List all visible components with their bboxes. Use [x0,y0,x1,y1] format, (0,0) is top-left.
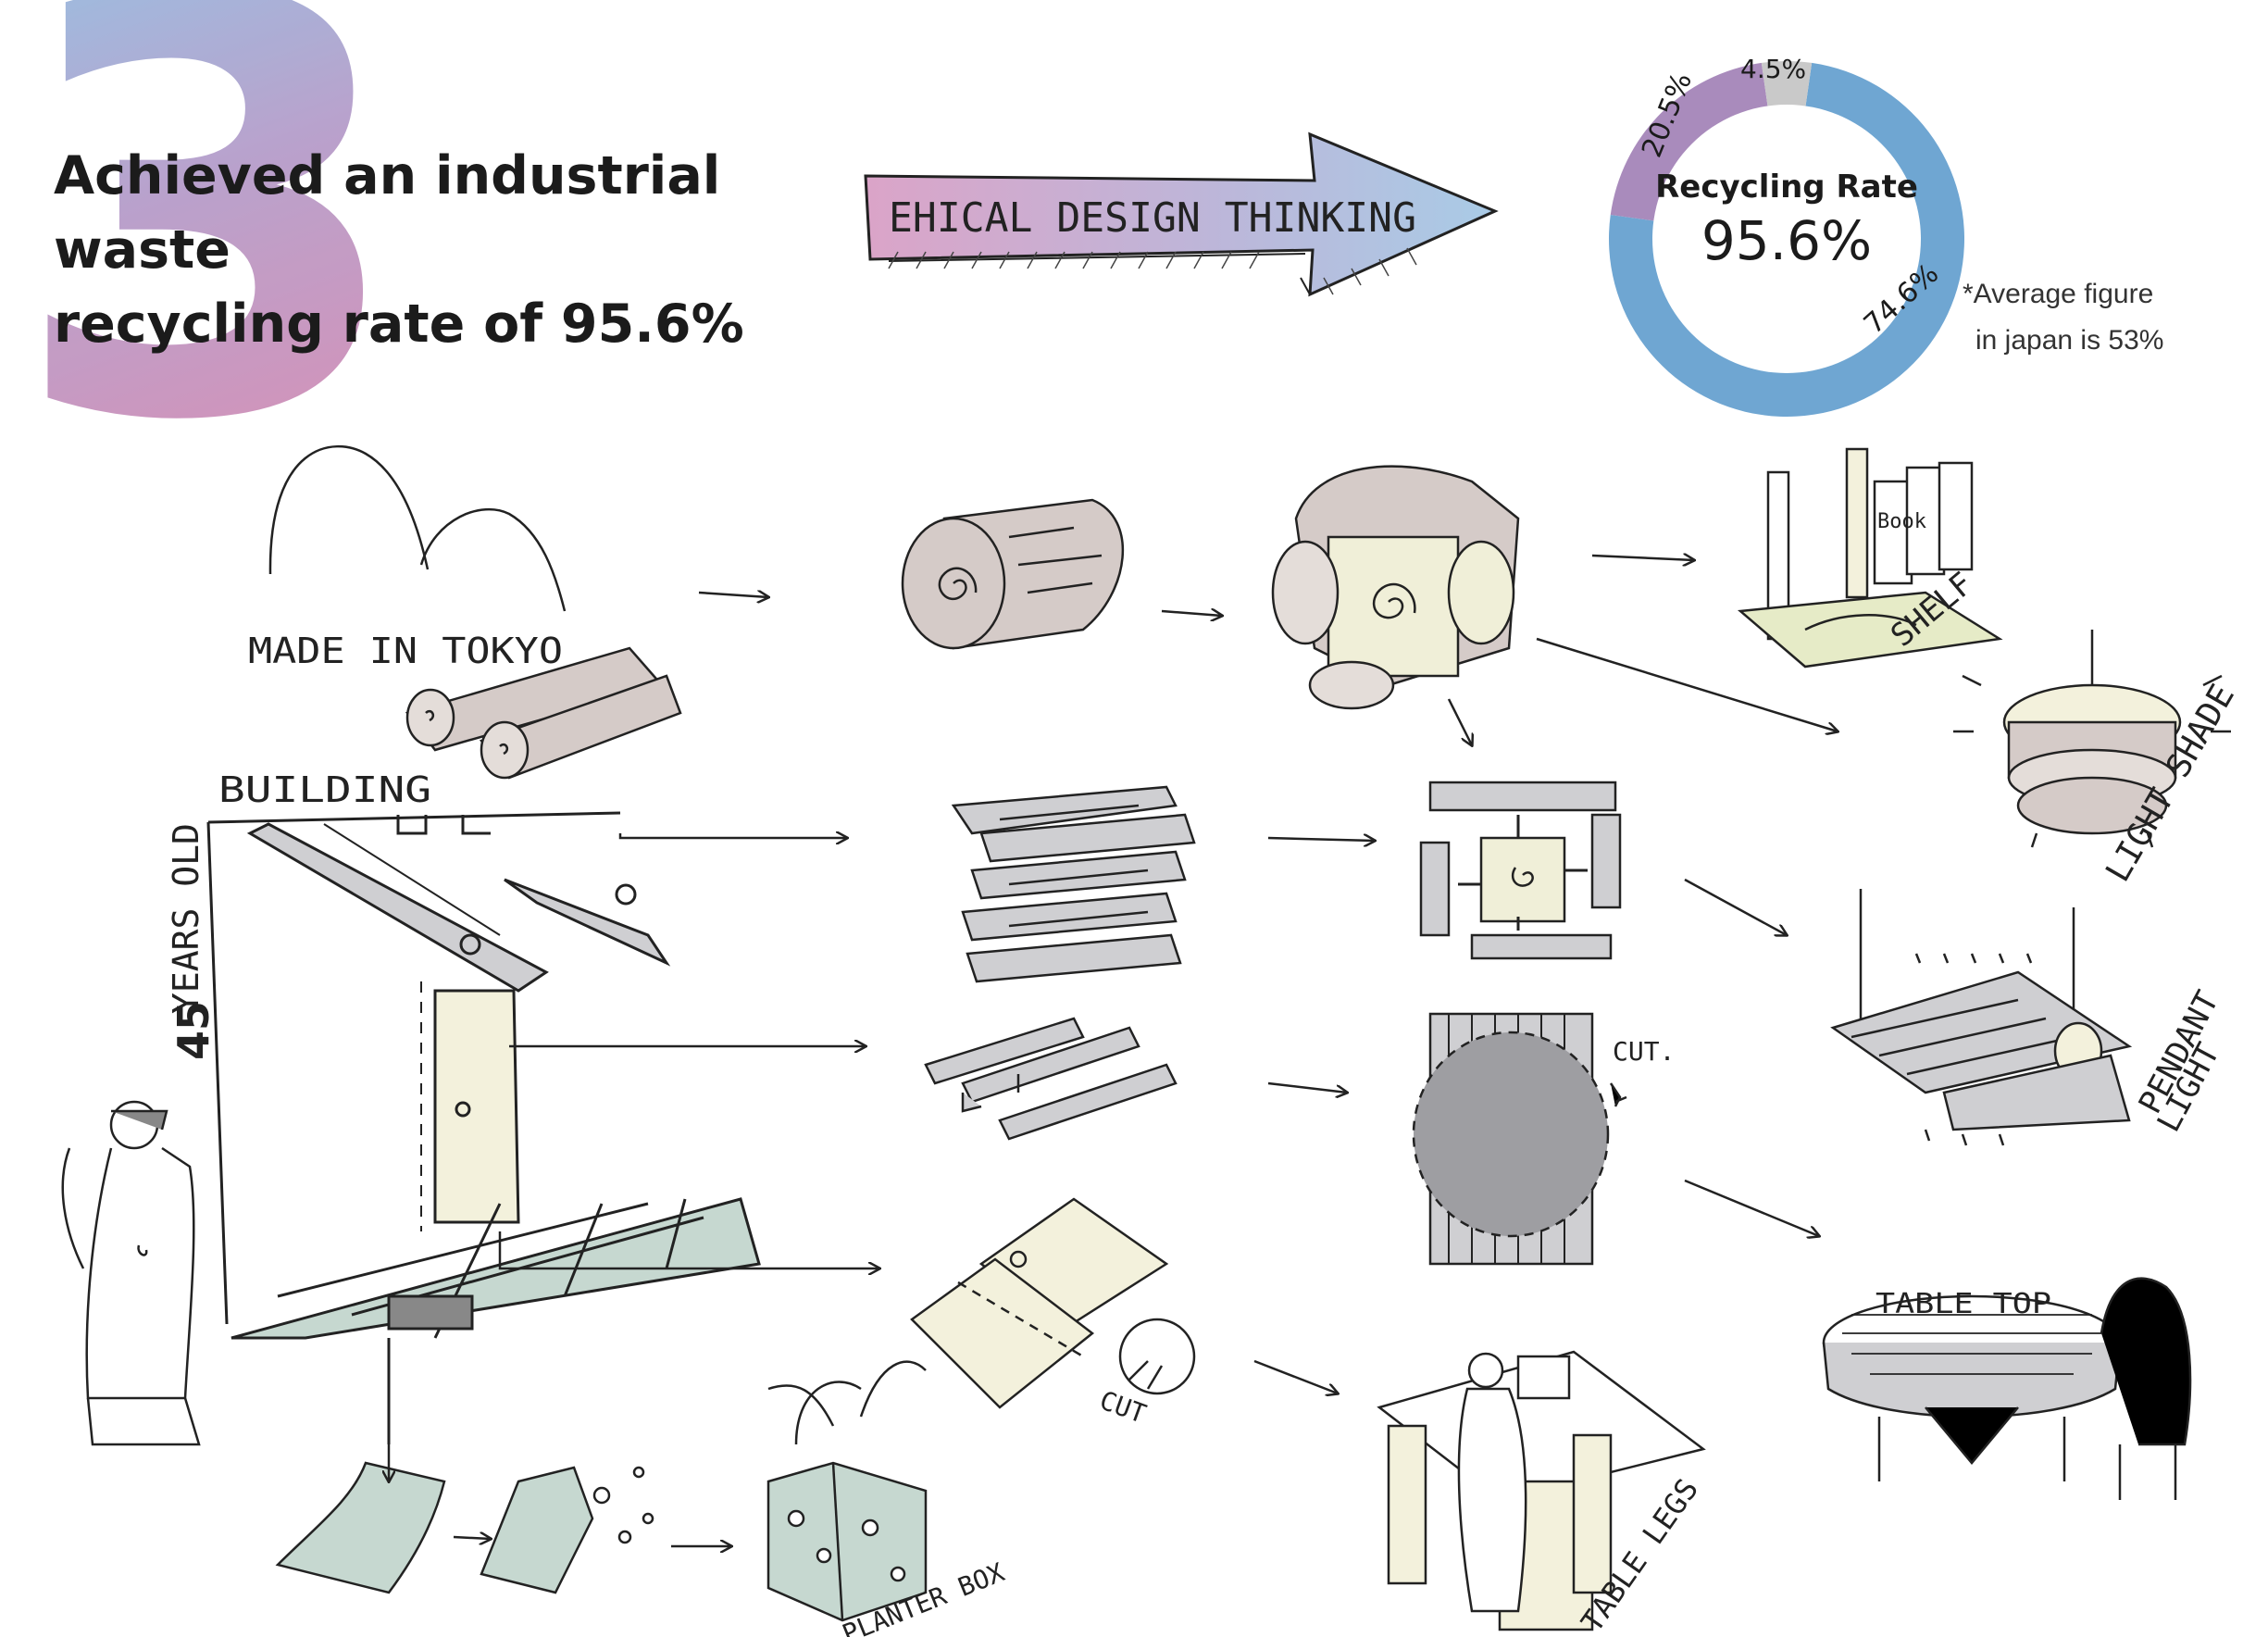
label-book: Book [1877,510,1926,533]
tokyo-mountains-logs-sketch [268,444,682,780]
cube-assembly-sketch [1419,781,1622,960]
door-panel-sketch [910,1197,1196,1409]
light-shade-sketch [1953,630,2231,848]
channel-bars-sketch [924,1017,1178,1141]
worker-sketch [61,1100,201,1446]
label-building: BUILDING [218,769,431,810]
shelf-sketch: Book [1737,447,2003,669]
slice-label-4: 4.5% [1740,54,1806,84]
label-years-text: YEARS OLD [166,823,206,1014]
ceiling-panels-sketch [951,785,1196,983]
ethical-design-arrow: EHICAL DESIGN THINKING [864,131,1499,297]
building-sketch [206,811,761,1444]
cut-circle-panel-sketch [1412,1012,1627,1266]
headline: Achieved an industrial waste recycling r… [54,145,744,355]
average-figure-note: *Average figure in japan is 53% [1963,271,2203,364]
label-made-in-tokyo: MADE IN TOKYO [248,631,563,671]
label-table-top: TABLE TOP [1875,1288,2051,1320]
label-years-number: 45 [168,1001,218,1060]
log-sketch [901,498,1125,650]
label-cut-1: CUT. [1613,1036,1675,1067]
note-line-1: *Average figure [1963,279,2154,309]
planter-process-sketch [275,1360,928,1622]
pendant-light-sketch [1830,889,2133,1146]
donut-center-label: Recycling Rate [1655,169,1918,206]
donut-center: Recycling Rate 95.6% [1625,167,1949,274]
table-legs-sketch [1377,1350,1706,1631]
donut-center-value: 95.6% [1701,209,1873,272]
flow-arrows [389,556,1838,1546]
recycling-donut-chart: 74.6% 20.5% 4.5% [1609,54,1965,417]
table-top-sketch [1822,1277,2192,1500]
section-number: 3 [9,0,408,500]
log-bundle-sketch [1271,465,1520,710]
arrow-text: EHICAL DESIGN THINKING [889,194,1416,242]
note-line-2: in japan is 53% [1975,325,2164,356]
